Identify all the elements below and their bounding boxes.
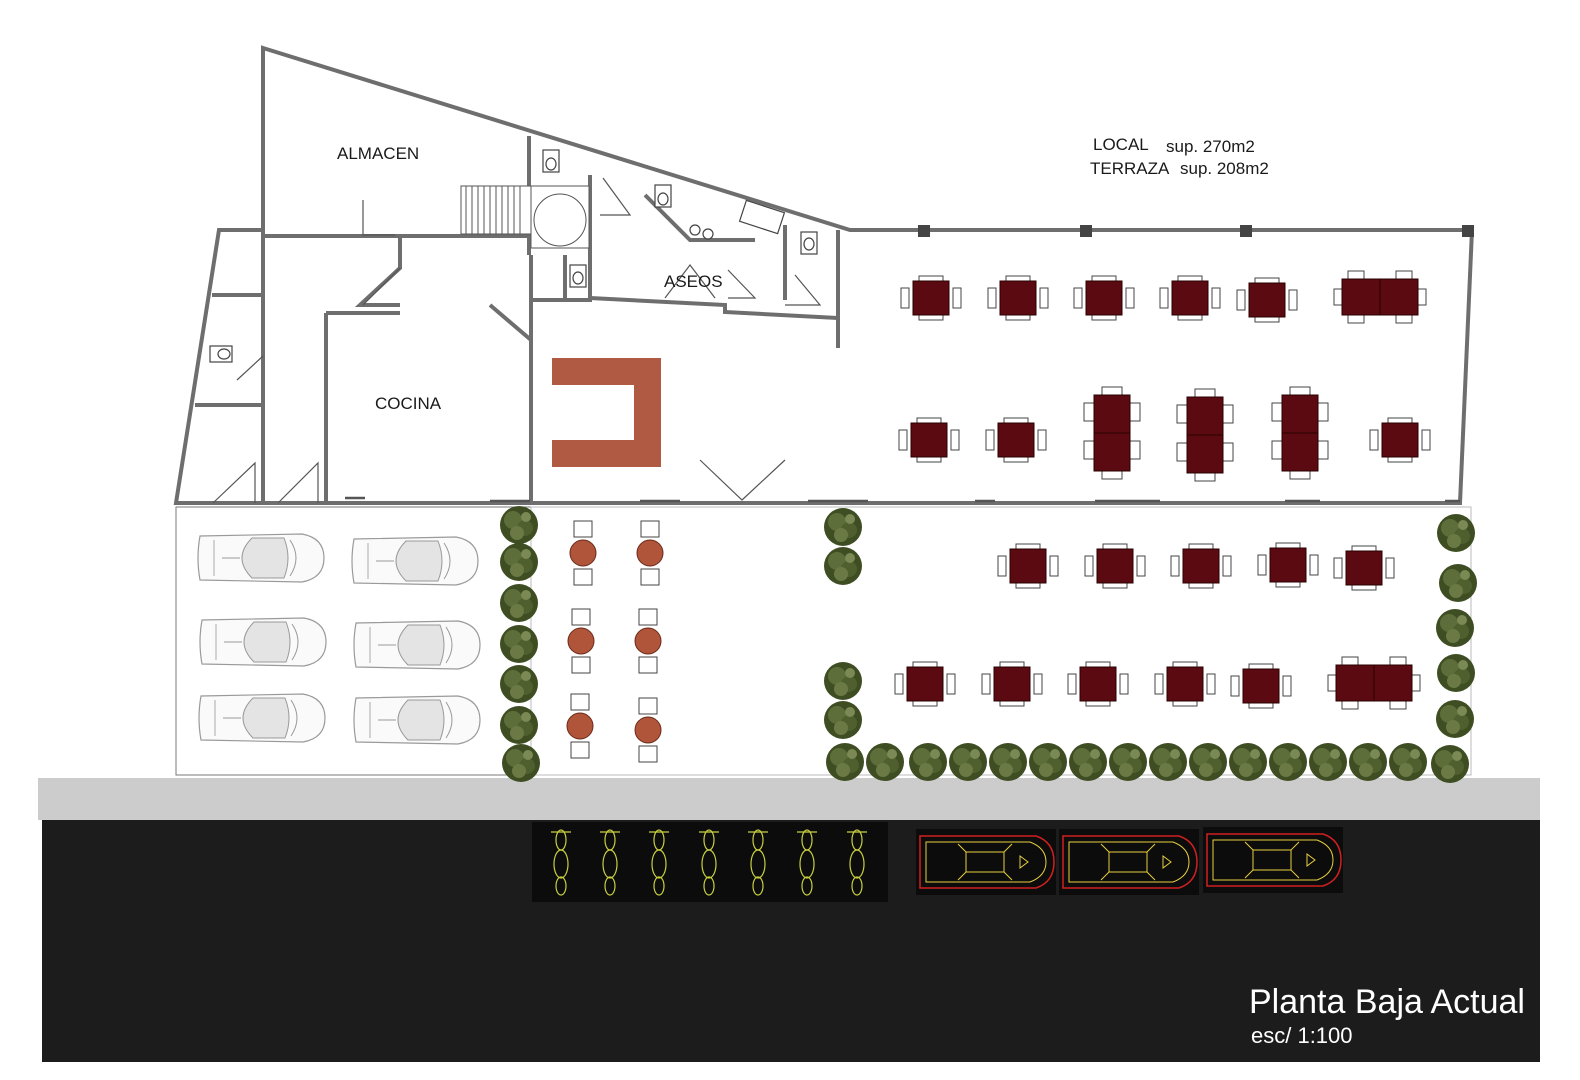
toilet-icon [209,345,233,363]
sidewalk [38,778,1540,820]
parked-car-icon [353,695,481,745]
shrub-icon [500,543,538,581]
plan-scale: esc/ 1:100 [1251,1023,1353,1048]
shrub-icon [1389,743,1427,781]
column-icon [918,225,930,237]
motorcycle-icon [745,823,771,901]
shrub-icon [1439,564,1477,602]
shrub-icon [1431,745,1469,783]
shrub-icon [1029,743,1067,781]
column-icon [1080,225,1092,237]
shrub-icon [824,547,862,585]
shrub-icon [1436,609,1474,647]
shrub-icon [500,584,538,622]
shrub-icon [500,706,538,744]
street-car-icon [915,828,1057,896]
street-cars [915,826,1344,896]
area-local-value: sup. 270m2 [1166,137,1255,156]
motorcycles [532,822,888,902]
motorcycle-icon [548,823,574,901]
shrub-icon [824,662,862,700]
parked-car-icon [198,693,326,743]
shrub-icon [1149,743,1187,781]
motorcycle-icon [794,823,820,901]
shrub-icon [824,508,862,546]
shrub-icon [500,665,538,703]
sink-icon [738,199,786,235]
shrub-icon [1069,743,1107,781]
facade-windows [345,496,1460,503]
shrub-icon [1437,654,1475,692]
motorcycle-icon [597,823,623,901]
shrub-icon [1436,700,1474,738]
terrace-area [530,506,1472,776]
shrub-icon [826,743,864,781]
parked-car-icon [353,620,481,670]
shrub-icon [909,743,947,781]
shrub-icon [824,701,862,739]
toilet-icon [800,231,818,255]
parked-car-icon [199,617,327,667]
shrub-icon [989,743,1027,781]
shrub-icon [1349,743,1387,781]
bar-counter [552,358,661,467]
shrub-icon [500,625,538,663]
toilet-icon [569,264,587,288]
shrub-icon [1437,514,1475,552]
street-car-icon [1058,828,1200,896]
street-car-icon [1202,826,1344,894]
column-icon [1462,225,1474,237]
toilets [209,149,818,363]
room-label-cocina: COCINA [375,394,442,413]
motorcycle-icon [646,823,672,901]
sink-icon [702,228,714,240]
area-terraza-value: sup. 208m2 [1180,159,1269,178]
sink-icon [689,224,701,236]
shrub-icon [500,506,538,544]
door-swings [212,177,822,504]
column-icon [1240,225,1252,237]
room-label-almacen: ALMACEN [337,144,419,163]
shrub-icon [1229,743,1267,781]
shrub-icon [1109,743,1147,781]
plan-title: Planta Baja Actual [1249,983,1525,1021]
area-terraza-label: TERRAZA [1090,159,1170,178]
toilet-icon [542,149,560,173]
parked-car-icon [197,533,325,583]
columns [918,225,1474,237]
area-local-label: LOCAL [1093,135,1149,154]
motorcycle-icon [696,823,722,901]
shrub-icon [1309,743,1347,781]
toilet-icon [654,184,672,208]
shrub-icon [866,743,904,781]
shrub-icon [1269,743,1307,781]
shrub-icon [949,743,987,781]
motorcycle-icon [844,823,870,901]
interior-tables [898,270,1431,482]
shrub-icon [1189,743,1227,781]
parked-car-icon [351,536,479,586]
building-walls [173,45,1475,505]
shrub-icon [502,744,540,782]
staircase-icon [460,185,590,249]
room-label-aseos: ASEOS [664,272,723,291]
